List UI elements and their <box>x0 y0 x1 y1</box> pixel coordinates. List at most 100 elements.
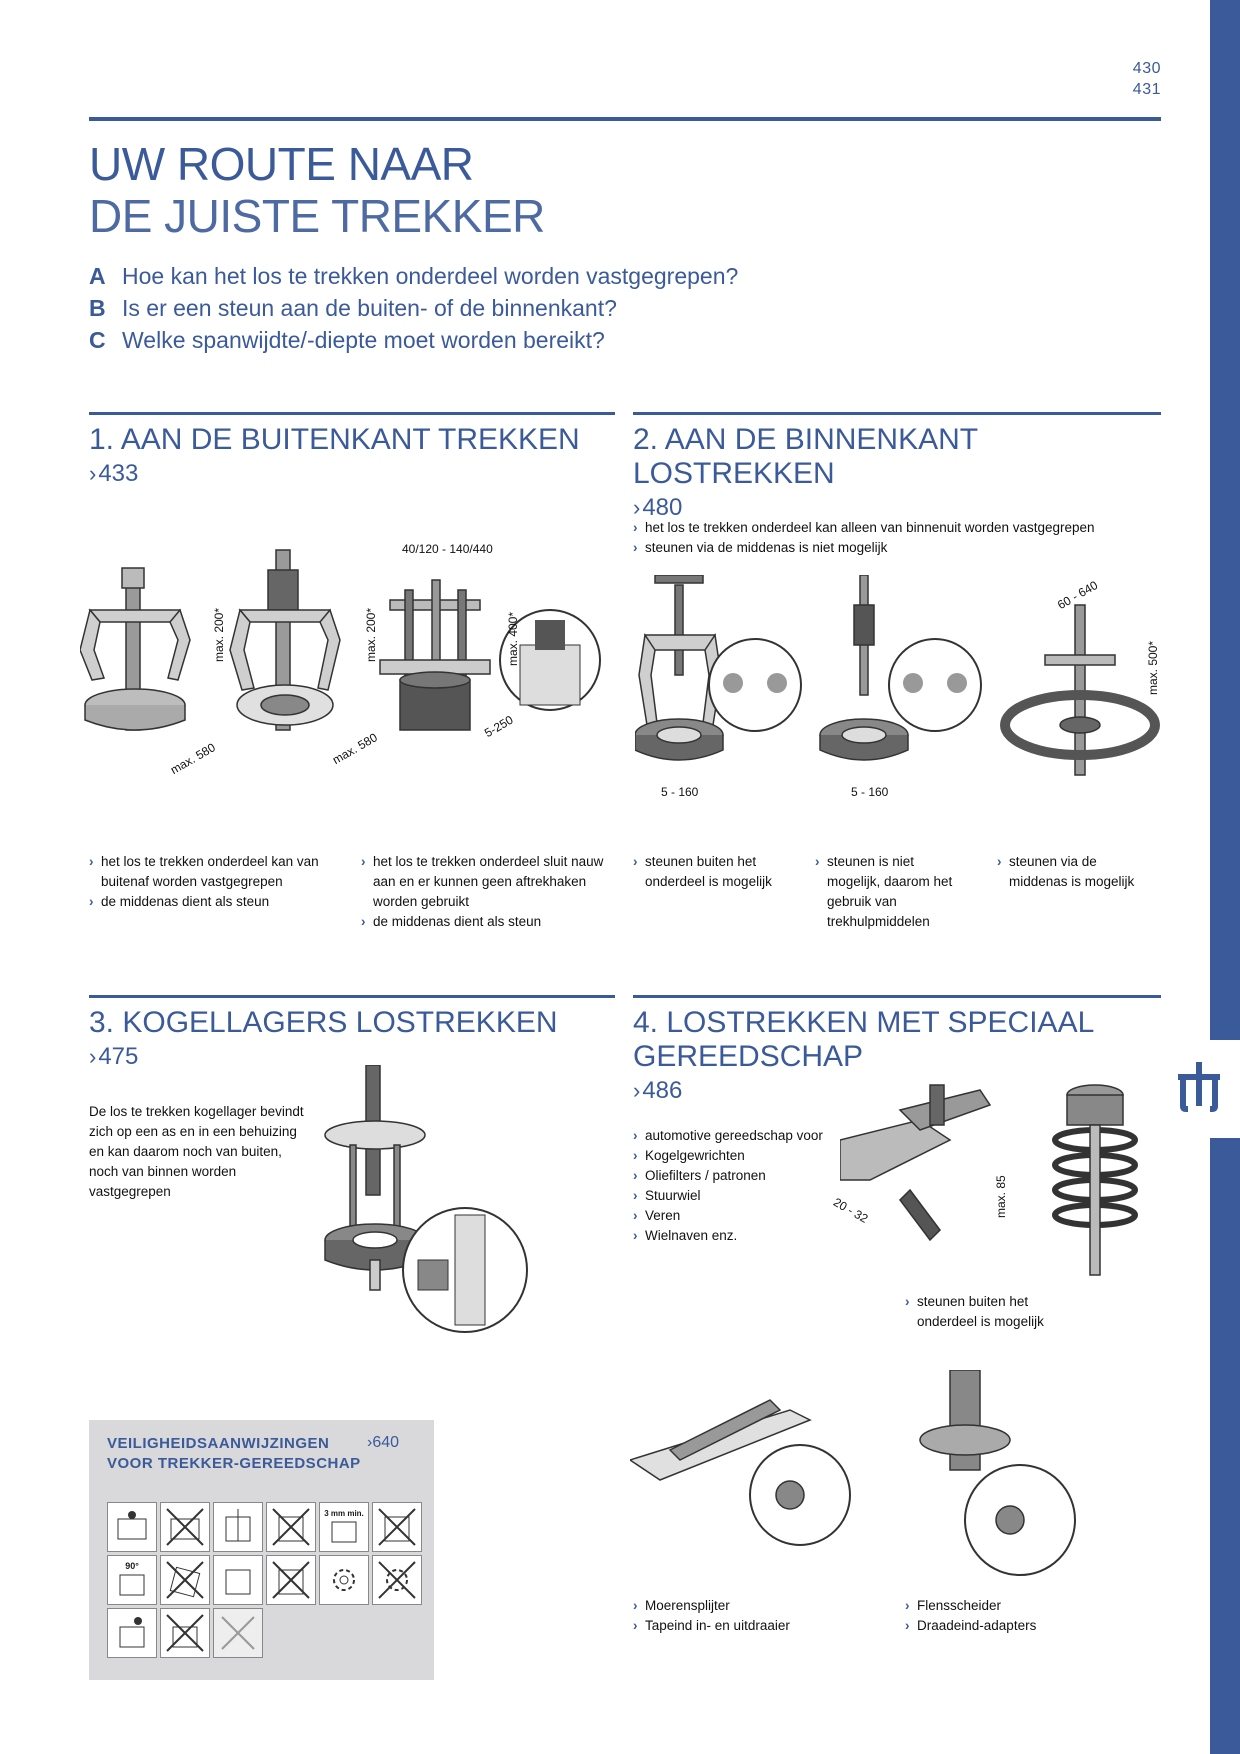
chevron-right-icon: › <box>361 914 366 929</box>
safety-pictogram-prohibited <box>160 1502 210 1552</box>
list-item: ›het los te trekken onderdeel kan alleen… <box>633 518 1153 538</box>
question-item: B Is er een steun aan de buiten- of de bi… <box>89 292 738 324</box>
safety-pictogram <box>107 1502 157 1552</box>
page-title-line2: DE JUISTE TREKKER <box>89 190 545 242</box>
sidebar-stripe-bottom <box>1210 1138 1240 1754</box>
question-list: A Hoe kan het los te trekken onderdeel wo… <box>89 260 738 356</box>
safety-pictogram: 3 mm min. <box>319 1502 369 1552</box>
dimension-label: 5 - 160 <box>851 785 889 799</box>
bearing-puller-illustration <box>324 1065 528 1333</box>
section-title: 3. KOGELLAGERS LOSTREKKEN <box>89 1006 558 1039</box>
question-letter: B <box>89 295 106 321</box>
page-title-line1: UW ROUTE NAAR <box>89 138 474 190</box>
chevron-right-icon: › <box>633 1208 638 1223</box>
safety-title: VEILIGHEIDSAANWIJZINGEN VOOR TREKKER-GER… <box>107 1435 361 1472</box>
safety-pictogram: 90° <box>107 1555 157 1605</box>
inside-puller-illustrations <box>635 575 1160 776</box>
safety-ref-link[interactable]: ›640 <box>367 1434 400 1451</box>
list-item: ›Wielnaven enz. <box>633 1226 833 1246</box>
section-ref-link[interactable]: ›433 <box>89 460 139 487</box>
list-item: ›Tapeind in- en uitdraaier <box>633 1616 833 1636</box>
section2-intro: ›het los te trekken onderdeel kan alleen… <box>633 518 1153 558</box>
list-item: ›Moerensplijter <box>633 1596 833 1616</box>
safety-pictogram-grid: 3 mm min. 90° <box>107 1502 422 1658</box>
chevron-right-icon: › <box>905 1294 910 1309</box>
chevron-right-icon: › <box>905 1618 910 1633</box>
section-bearing-pull: 3. KOGELLAGERS LOSTREKKEN ›475 <box>89 995 615 1072</box>
chevron-right-icon: › <box>89 461 97 486</box>
chevron-right-icon: › <box>905 1598 910 1613</box>
question-text: Is er een steun aan de buiten- of de bin… <box>122 295 617 321</box>
section-ref-link[interactable]: ›486 <box>633 1077 683 1104</box>
list-item: ›steunen is niet mogelijk, daarom het ge… <box>815 852 965 932</box>
section3-text: De los te trekken kogellager bevindt zic… <box>89 1104 304 1199</box>
section-title: 2. AAN DE BINNENKANT LOSTREKKEN <box>633 423 978 490</box>
chevron-right-icon: › <box>633 1168 638 1183</box>
chevron-right-icon: › <box>633 1598 638 1613</box>
ball-joint-puller-illustration <box>840 1084 1138 1276</box>
section2-bullets-c: ›steunen via de middenas is mogelijk <box>997 852 1157 892</box>
page-number-left: 430 <box>1132 60 1161 77</box>
section4-bottom-right: ›Flensscheider ›Draadeind-adapters <box>905 1596 1105 1636</box>
chevron-right-icon: › <box>89 854 94 869</box>
safety-pictogram <box>213 1502 263 1552</box>
dimension-label: 5 - 160 <box>661 785 699 799</box>
list-item: ›Flensscheider <box>905 1596 1105 1616</box>
safety-pictogram-prohibited <box>213 1608 263 1658</box>
page-numbers: 430 431 <box>1133 58 1161 100</box>
section-inside-pull: 2. AAN DE BINNENKANT LOSTREKKEN ›480 <box>633 412 1161 523</box>
safety-pictogram <box>213 1555 263 1605</box>
question-letter: A <box>89 263 106 289</box>
section4-bottom-left: ›Moerensplijter ›Tapeind in- en uitdraai… <box>633 1596 833 1636</box>
chevron-right-icon: › <box>367 1434 373 1451</box>
section-ref-link[interactable]: ›475 <box>89 1043 139 1070</box>
chevron-right-icon: › <box>89 1044 97 1069</box>
question-item: C Welke spanwijdte/-diepte moet worden be… <box>89 324 738 356</box>
list-item: ›Stuurwiel <box>633 1186 833 1206</box>
section4-bullets: ›automotive gereedschap voor ›Kogelgewri… <box>633 1126 833 1246</box>
page-number-right: 431 <box>1132 81 1161 98</box>
question-item: A Hoe kan het los te trekken onderdeel wo… <box>89 260 738 292</box>
question-text: Hoe kan het los te trekken onderdeel wor… <box>122 263 739 289</box>
chevron-right-icon: › <box>633 540 638 555</box>
chevron-right-icon: › <box>815 854 820 869</box>
safety-pictogram-prohibited <box>160 1608 210 1658</box>
safety-pictogram-prohibited <box>266 1502 316 1552</box>
chevron-right-icon: › <box>633 1148 638 1163</box>
section-outside-pull: 1. AAN DE BUITENKANT TREKKEN ›433 <box>89 412 615 489</box>
safety-pictogram-prohibited <box>160 1555 210 1605</box>
section-rule <box>633 412 1161 415</box>
list-item: ›de middenas dient als steun <box>89 892 339 912</box>
question-letter: C <box>89 327 106 353</box>
section-rule <box>89 412 615 415</box>
list-item: ›de middenas dient als steun <box>361 912 616 932</box>
chevron-right-icon: › <box>633 1128 638 1143</box>
chevron-right-icon: › <box>89 894 94 909</box>
question-text: Welke spanwijdte/-diepte moet worden ber… <box>122 327 605 353</box>
chevron-right-icon: › <box>997 854 1002 869</box>
section-ref-link[interactable]: ›480 <box>633 494 683 521</box>
chevron-right-icon: › <box>633 854 638 869</box>
section2-bullets-b: ›steunen is niet mogelijk, daarom het ge… <box>815 852 965 932</box>
chevron-right-icon: › <box>633 1228 638 1243</box>
list-item: ›steunen via de middenas is niet mogelij… <box>633 538 1153 558</box>
safety-pictogram-prohibited <box>266 1555 316 1605</box>
dimension-label: max. 200* <box>364 607 378 662</box>
sidebar-stripe-top <box>1210 0 1240 1040</box>
dimension-label: 40/120 - 140/440 <box>402 542 493 556</box>
section-rule <box>89 995 615 998</box>
chevron-right-icon: › <box>633 520 638 535</box>
safety-pictogram-prohibited <box>372 1502 422 1552</box>
chevron-right-icon: › <box>633 495 641 520</box>
gear-icon <box>319 1555 369 1605</box>
list-item: ›Oliefilters / patronen <box>633 1166 833 1186</box>
dimension-label: max. 400* <box>506 611 520 666</box>
outside-puller-illustrations <box>80 549 601 731</box>
list-item: ›het los te trekken onderdeel kan van bu… <box>89 852 339 892</box>
list-item: ›Draadeind-adapters <box>905 1616 1105 1636</box>
gear-prohibited-icon <box>372 1555 422 1605</box>
chevron-right-icon: › <box>633 1078 641 1103</box>
chevron-right-icon: › <box>633 1618 638 1633</box>
